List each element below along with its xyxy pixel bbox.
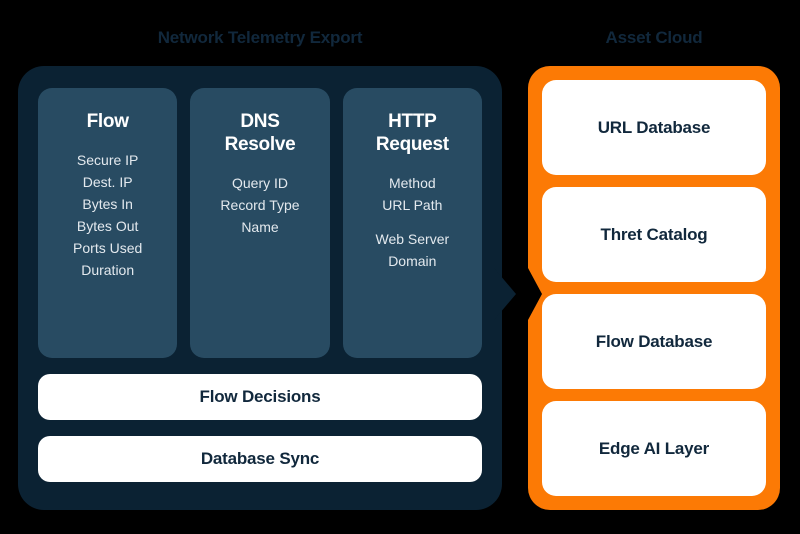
bar-label: Flow Decisions (199, 387, 321, 406)
list-item: Method (388, 175, 436, 191)
telemetry-card-flow[interactable]: Flow Secure IP Dest. IP Bytes In Bytes O… (38, 88, 178, 358)
list-item: Ports Used (73, 240, 143, 256)
asset-card-label: Thret Catalog (600, 224, 708, 244)
bar-flow-decisions[interactable]: Flow Decisions (38, 374, 482, 420)
panel-notch (528, 268, 542, 320)
card-items-flow: Secure IP Dest. IP Bytes In Bytes Out Po… (44, 149, 171, 281)
card-title-flow: Flow (86, 111, 129, 132)
telemetry-card-http-request[interactable]: HTTP Request Method URL Path Web Server … (342, 88, 482, 358)
bar-database-sync[interactable]: Database Sync (38, 436, 482, 482)
arrow-right-icon (494, 268, 516, 320)
list-item: Name (241, 219, 279, 235)
list-item: Record Type (220, 197, 300, 213)
asset-card-edge-ai-layer[interactable]: Edge AI Layer (542, 401, 766, 496)
card-title-dns-resolve: DNS Resolve (224, 111, 296, 155)
asset-card-thret-catalog[interactable]: Thret Catalog (542, 187, 766, 282)
asset-card-flow-database[interactable]: Flow Database (542, 294, 766, 389)
asset-card-label: Edge AI Layer (598, 438, 710, 458)
list-item: Duration (81, 262, 135, 278)
asset-cloud-panel: URL Database Thret Catalog Flow Database… (528, 66, 780, 510)
bar-label: Database Sync (200, 449, 320, 468)
list-item: Secure IP (76, 152, 139, 168)
network-telemetry-panel: Flow Secure IP Dest. IP Bytes In Bytes O… (18, 66, 502, 510)
asset-card-label: Flow Database (595, 331, 713, 351)
card-items-dns-resolve: Query ID Record Type Name (196, 172, 323, 238)
telemetry-card-dns-resolve[interactable]: DNS Resolve Query ID Record Type Name (190, 88, 330, 358)
right-section-title: Asset Cloud (605, 28, 703, 47)
list-item: Web Server Domain (375, 231, 450, 269)
list-item: Bytes Out (76, 218, 139, 234)
list-item: URL Path (382, 197, 443, 213)
list-item: Bytes In (82, 196, 133, 212)
asset-card-url-database[interactable]: URL Database (542, 80, 766, 175)
list-item: Dest. IP (82, 174, 133, 190)
left-section-title: Network Telemetry Export (157, 28, 363, 47)
asset-card-label: URL Database (597, 117, 711, 137)
telemetry-columns: Flow Secure IP Dest. IP Bytes In Bytes O… (38, 88, 482, 358)
card-items-http-request: Method URL Path Web Server Domain (349, 172, 476, 272)
card-title-http-request: HTTP Request (375, 111, 449, 155)
list-item: Query ID (231, 175, 288, 191)
